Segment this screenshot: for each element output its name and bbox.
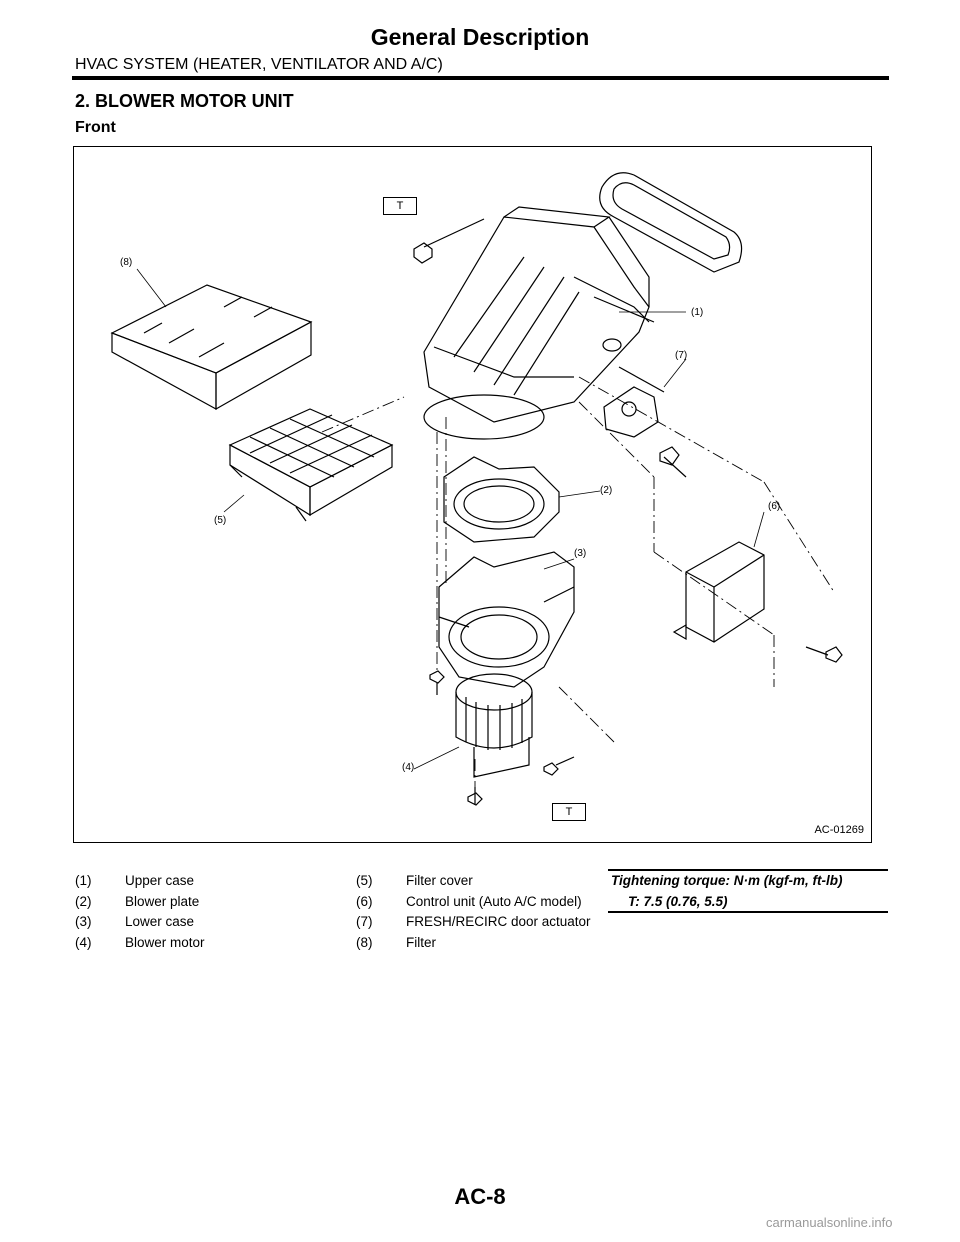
control-unit-drawing (672, 541, 843, 663)
figure-code: AC-01269 (814, 824, 864, 836)
motor-screws-drawing (429, 670, 575, 806)
header-rule (72, 76, 889, 80)
callout-5: (5) (214, 515, 227, 526)
exploded-view-figure: T T (8) (1) (7) (2) (6) (5) (3) (4) AC-0… (73, 146, 872, 843)
upper-bolt-drawing (413, 218, 485, 264)
torque-rule-bottom (608, 911, 888, 913)
legend-num: (6) (356, 894, 373, 909)
filter-cover-drawing (228, 408, 394, 522)
legend-text: Blower plate (125, 894, 200, 909)
legend-text: FRESH/RECIRC door actuator (406, 914, 591, 929)
view-label: Front (75, 119, 116, 136)
callout-7: (7) (675, 350, 688, 361)
legend-text: Control unit (Auto A/C model) (406, 894, 582, 909)
page-title: General Description (370, 24, 590, 50)
legend-text: Filter cover (406, 873, 473, 888)
blower-plate-drawing (443, 456, 560, 543)
callout-8: (8) (120, 257, 133, 268)
callout-6: (6) (768, 501, 781, 512)
callout-1: (1) (691, 307, 704, 318)
callout-2: (2) (600, 485, 613, 496)
blower-motor-drawing (455, 673, 533, 778)
section-heading: 2. BLOWER MOTOR UNIT (75, 91, 294, 111)
callout-3: (3) (574, 548, 587, 559)
lower-case-drawing (438, 551, 575, 688)
seal-ring-drawing (599, 172, 743, 273)
legend-text: Lower case (125, 914, 195, 929)
torque-title: Tightening torque: N·m (kgf-m, ft-lb) (611, 873, 843, 888)
legend-num: (4) (75, 935, 92, 950)
watermark: carmanualsonline.info (766, 1215, 893, 1230)
page-subtitle: HVAC SYSTEM (HEATER, VENTILATOR AND A/C) (75, 56, 443, 73)
legend-num: (7) (356, 914, 373, 929)
legend-num: (1) (75, 873, 92, 888)
legend-text: Blower motor (125, 935, 205, 950)
legend-num: (3) (75, 914, 92, 929)
filter-drawing (110, 284, 313, 411)
torque-rule-top (608, 869, 888, 871)
torque-value: T: 7.5 (0.76, 5.5) (628, 894, 728, 909)
legend-num: (5) (356, 873, 373, 888)
door-actuator-drawing (602, 338, 687, 478)
page-number: AC-8 (454, 1184, 506, 1209)
legend-text: Upper case (125, 873, 195, 888)
blower-unit-drawing (110, 172, 843, 806)
legend-text: Filter (406, 935, 436, 950)
callout-4: (4) (402, 762, 415, 773)
torque-marker-top: T (383, 197, 417, 215)
legend-num: (8) (356, 935, 373, 950)
torque-marker-bottom: T (552, 803, 586, 821)
upper-case-drawing (423, 206, 655, 440)
legend-num: (2) (75, 894, 92, 909)
